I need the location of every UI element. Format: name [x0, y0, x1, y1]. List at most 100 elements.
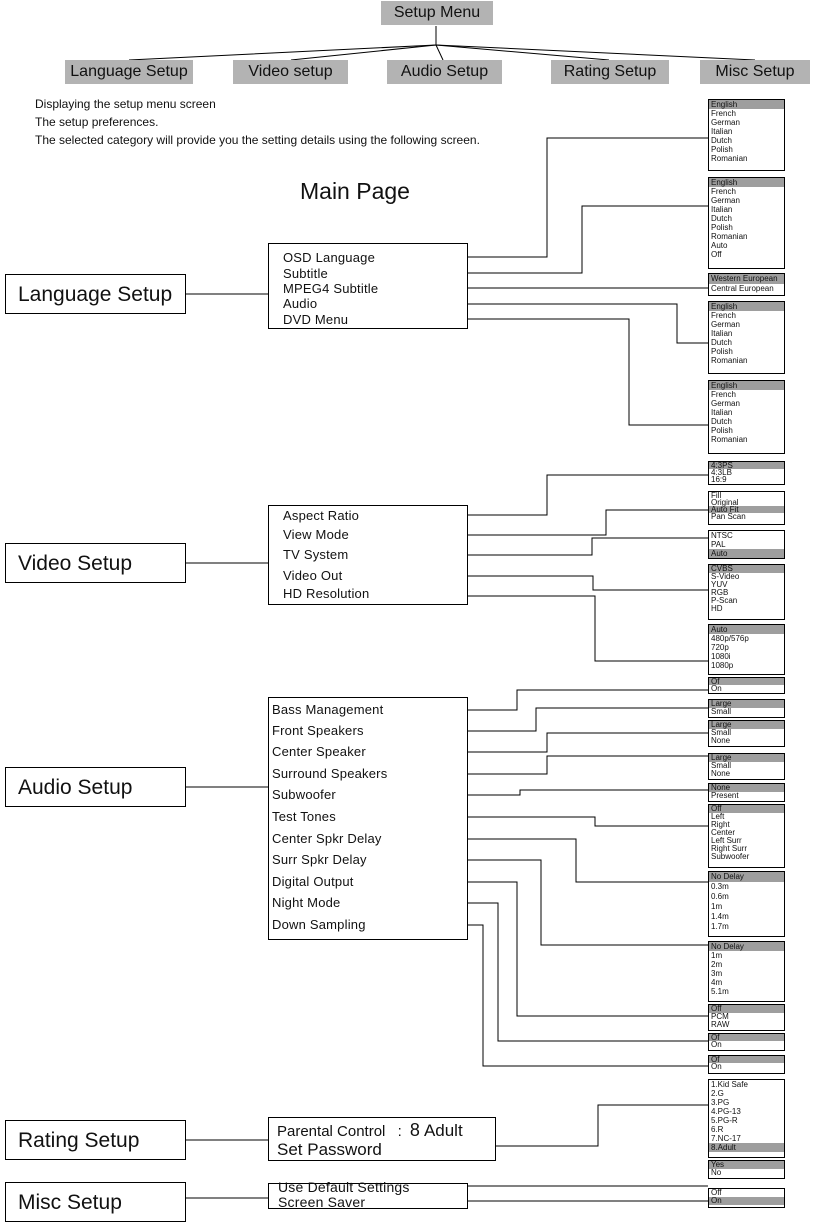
main-page-title: Main Page [300, 178, 410, 204]
option-item: 2m [711, 960, 723, 969]
connector-line [381, 595, 708, 662]
connector-line [290, 44, 437, 61]
option-item: Fill [711, 491, 722, 500]
option-item: 7.NC-17 [711, 1134, 741, 1143]
option-item: English [709, 381, 784, 390]
parental-control-separator: : [397, 1123, 402, 1140]
option-item: Off [709, 1005, 784, 1013]
option-item: Large [709, 700, 784, 708]
tab-misc-setup: Misc Setup [700, 60, 810, 84]
option-item: 1.4m [711, 912, 729, 921]
option-item: S-Video [711, 572, 740, 581]
intro-line-1: Displaying the setup menu screen [35, 97, 216, 111]
option-item: Italian [711, 205, 733, 214]
connector-line [385, 137, 708, 258]
audio-settings-panel [268, 697, 468, 940]
option-item: English [709, 178, 784, 187]
option-item: German [711, 399, 740, 408]
option-item: Off [711, 250, 722, 259]
center-spkr-delay-item: Center Spkr Delay [272, 831, 382, 846]
option-item: RGB [711, 588, 729, 597]
option-item: Western European [709, 274, 784, 284]
option-item: 480p/576p [711, 634, 749, 643]
option-item: None [711, 736, 731, 745]
option-item: 1080i [711, 652, 731, 661]
option-item: Small [711, 761, 732, 770]
parental-control-value: Adult [423, 1121, 463, 1140]
category-video-setup: Video Setup [5, 543, 186, 583]
option-item: Romanian [711, 435, 748, 444]
option-item: No [711, 1168, 722, 1177]
front-speakers-item: Front Speakers [272, 723, 364, 738]
mpeg4-subtitle-item: MPEG4 Subtitle [283, 281, 379, 296]
option-item: English [709, 302, 784, 311]
parental-control-label: Parental Control [277, 1123, 386, 1140]
option-item: 1.Kid Safe [711, 1080, 748, 1089]
screen-saver-item: Screen Saver [278, 1194, 366, 1210]
option-item: 1m [711, 902, 723, 911]
osd-language-item: OSD Language [283, 250, 376, 265]
tab-language-setup: Language Setup [65, 60, 193, 84]
category-language-setup: Language Setup [5, 274, 186, 314]
option-item: 4:3PS [709, 462, 784, 470]
connector-line [435, 44, 444, 61]
connector-line [128, 44, 756, 61]
option-item: Yes [709, 1161, 784, 1169]
tab-rating-setup: Rating Setup [551, 60, 669, 84]
surround-speakers-item: Surround Speakers [272, 766, 388, 781]
option-item: On [711, 1040, 722, 1049]
option-item: Present [711, 791, 739, 800]
bass-management-item: Bass Management [272, 702, 384, 717]
option-item: On [711, 1062, 722, 1071]
option-item: Italian [711, 329, 733, 338]
category-rating-setup: Rating Setup [5, 1120, 186, 1160]
option-item: Subwoofer [711, 852, 750, 861]
tv-system-item: TV System [283, 547, 349, 562]
down-sampling-item: Down Sampling [272, 917, 366, 932]
test-tones-item: Test Tones [272, 809, 336, 824]
option-item: Romanian [711, 154, 748, 163]
category-audio-setup: Audio Setup [5, 767, 186, 807]
option-item: Dutch [711, 417, 732, 426]
option-item: French [711, 187, 736, 196]
option-item: Large [709, 754, 784, 762]
aspect-ratio-item: Aspect Ratio [283, 508, 360, 523]
set-password-item: Set Password [277, 1140, 382, 1159]
subwoofer-item: Subwoofer [272, 787, 336, 802]
option-item: 0.6m [711, 892, 729, 901]
option-item: No Delay [709, 942, 784, 951]
tab-video-setup: Video setup [233, 60, 348, 84]
option-item: 4m [711, 978, 723, 987]
option-item: German [711, 320, 740, 329]
center-speaker-item: Center Speaker [272, 744, 366, 759]
option-item: French [711, 311, 736, 320]
option-item: English [709, 100, 784, 109]
option-item: French [711, 390, 736, 399]
option-item: On [709, 1197, 784, 1205]
option-item: Auto [711, 241, 728, 250]
option-item: 2.G [711, 1089, 724, 1098]
option-item: Dutch [711, 338, 732, 347]
use-default-settings-item: Use Default Settings [278, 1179, 410, 1195]
option-item: Polish [711, 426, 733, 435]
category-misc-setup: Misc Setup [5, 1182, 186, 1222]
view-mode-item: View Mode [283, 527, 349, 542]
option-item: Original [711, 498, 739, 507]
option-item: Dutch [711, 214, 732, 223]
option-item: Small [711, 728, 732, 737]
